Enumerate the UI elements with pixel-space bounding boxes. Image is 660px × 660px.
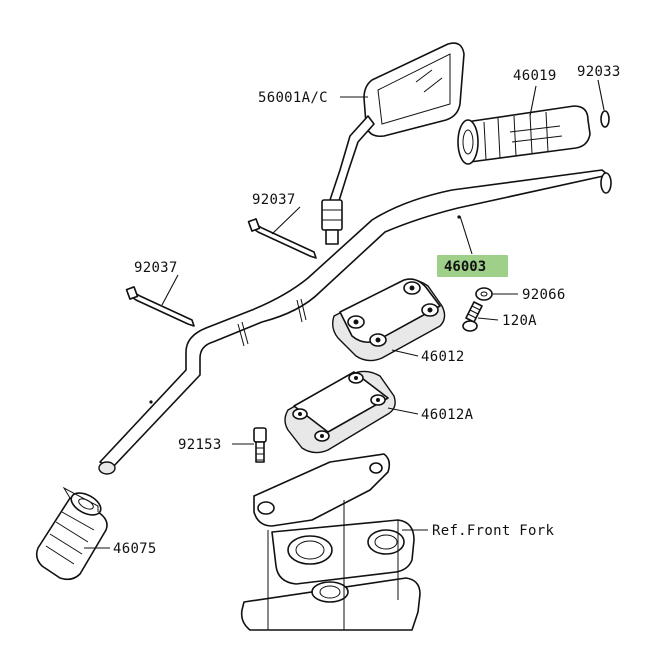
label-washer: 92066 bbox=[522, 287, 566, 303]
grip-right[interactable] bbox=[457, 105, 591, 165]
label-grip-left: 46075 bbox=[113, 541, 157, 557]
front-fork-reference[interactable] bbox=[240, 453, 421, 631]
handlebar[interactable] bbox=[98, 169, 612, 475]
clip-right[interactable] bbox=[600, 110, 610, 128]
label-front-fork: Ref.Front Fork bbox=[432, 523, 554, 539]
cable-band-lower[interactable] bbox=[125, 286, 195, 327]
label-lower-bolt: 92153 bbox=[178, 437, 222, 453]
label-holder-bolt: 120A bbox=[502, 313, 537, 329]
holder-lower[interactable] bbox=[284, 370, 396, 454]
label-mirror: 56001A/C bbox=[258, 90, 328, 106]
holder-upper[interactable] bbox=[331, 278, 446, 362]
cable-band-upper[interactable] bbox=[247, 218, 317, 259]
washer[interactable] bbox=[475, 287, 493, 301]
grip-left[interactable] bbox=[35, 486, 108, 581]
label-holder-lower: 46012A bbox=[421, 407, 474, 423]
lower-bolt[interactable] bbox=[253, 427, 267, 463]
label-clip-right: 92033 bbox=[577, 64, 621, 80]
label-handlebar: 46003 bbox=[444, 259, 486, 275]
holder-bolt[interactable] bbox=[462, 301, 483, 332]
handlebar-highlight bbox=[437, 255, 508, 277]
leader-lines bbox=[84, 79, 605, 549]
label-cable-band-upper: 92037 bbox=[252, 192, 296, 208]
label-grip-right: 46019 bbox=[513, 68, 557, 84]
label-holder-upper: 46012 bbox=[421, 349, 465, 365]
mirror[interactable] bbox=[321, 42, 465, 245]
label-cable-band-lower: 92037 bbox=[134, 260, 178, 276]
